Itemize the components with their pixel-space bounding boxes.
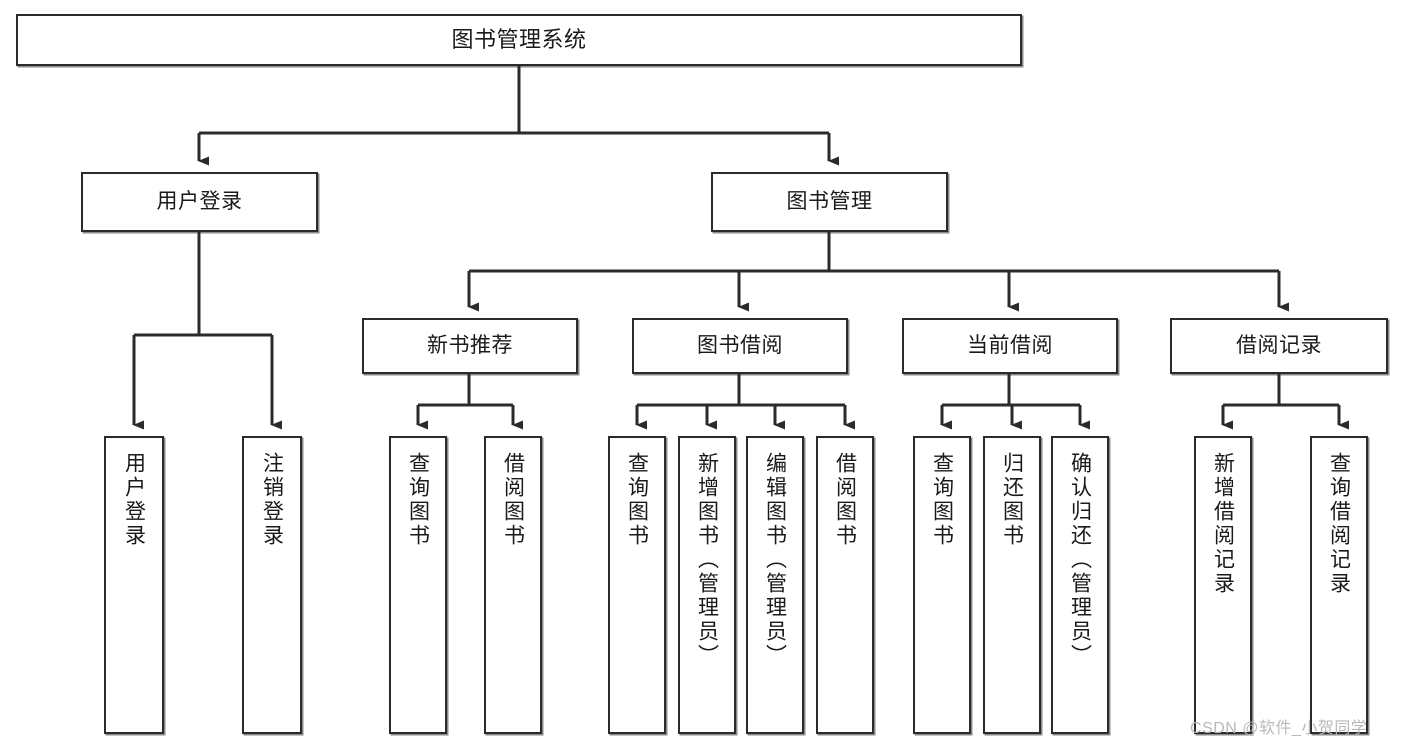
- node-record-add[interactable]: 新增借阅记录: [1194, 436, 1252, 734]
- node-label-root: 图书管理系统: [451, 27, 587, 53]
- node-label-current-borrow: 当前借阅: [967, 333, 1053, 357]
- node-label-user-login: 用户登录: [156, 189, 243, 213]
- node-label-record-query: 查询借阅记录: [1327, 452, 1351, 596]
- node-label-user-login-leaf: 用户登录: [122, 452, 146, 548]
- node-borrow-edit-book[interactable]: 编辑图书（管理员）: [746, 436, 804, 734]
- node-recommend-borrow-book[interactable]: 借阅图书: [484, 436, 542, 734]
- node-user-login[interactable]: 用户登录: [81, 172, 318, 232]
- node-label-current-return-book: 归还图书: [1000, 452, 1024, 548]
- node-label-user-logout-leaf: 注销登录: [260, 452, 284, 548]
- node-borrow-add-book[interactable]: 新增图书（管理员）: [678, 436, 736, 734]
- node-label-borrow-edit-book: 编辑图书（管理员）: [763, 452, 787, 668]
- node-recommend-query-book[interactable]: 查询图书: [389, 436, 447, 734]
- node-borrow-record[interactable]: 借阅记录: [1170, 318, 1388, 374]
- node-current-return-book[interactable]: 归还图书: [983, 436, 1041, 734]
- node-book-borrow[interactable]: 图书借阅: [632, 318, 848, 374]
- node-label-borrow-borrow-book: 借阅图书: [833, 452, 857, 548]
- node-new-book-recommend[interactable]: 新书推荐: [362, 318, 578, 374]
- watermark-text: CSDN @软件_小贺同学: [1190, 720, 1368, 737]
- node-label-borrow-query-book: 查询图书: [625, 452, 649, 548]
- node-label-book-manage: 图书管理: [786, 189, 873, 213]
- node-label-new-book-recommend: 新书推荐: [427, 333, 513, 357]
- node-current-confirm-return[interactable]: 确认归还（管理员）: [1051, 436, 1109, 734]
- node-borrow-borrow-book[interactable]: 借阅图书: [816, 436, 874, 734]
- node-label-recommend-borrow-book: 借阅图书: [501, 452, 525, 548]
- node-root[interactable]: 图书管理系统: [16, 14, 1022, 66]
- node-label-borrow-record: 借阅记录: [1236, 333, 1322, 357]
- node-label-borrow-add-book: 新增图书（管理员）: [695, 452, 719, 668]
- node-user-login-leaf[interactable]: 用户登录: [104, 436, 164, 734]
- node-user-logout-leaf[interactable]: 注销登录: [242, 436, 302, 734]
- node-label-current-query-book: 查询图书: [930, 452, 954, 548]
- node-label-current-confirm-return: 确认归还（管理员）: [1068, 452, 1092, 668]
- node-book-manage[interactable]: 图书管理: [711, 172, 948, 232]
- node-current-query-book[interactable]: 查询图书: [913, 436, 971, 734]
- node-label-book-borrow: 图书借阅: [697, 333, 783, 357]
- node-label-recommend-query-book: 查询图书: [406, 452, 430, 548]
- node-borrow-query-book[interactable]: 查询图书: [608, 436, 666, 734]
- node-current-borrow[interactable]: 当前借阅: [902, 318, 1118, 374]
- node-record-query[interactable]: 查询借阅记录: [1310, 436, 1368, 734]
- node-label-record-add: 新增借阅记录: [1211, 452, 1235, 596]
